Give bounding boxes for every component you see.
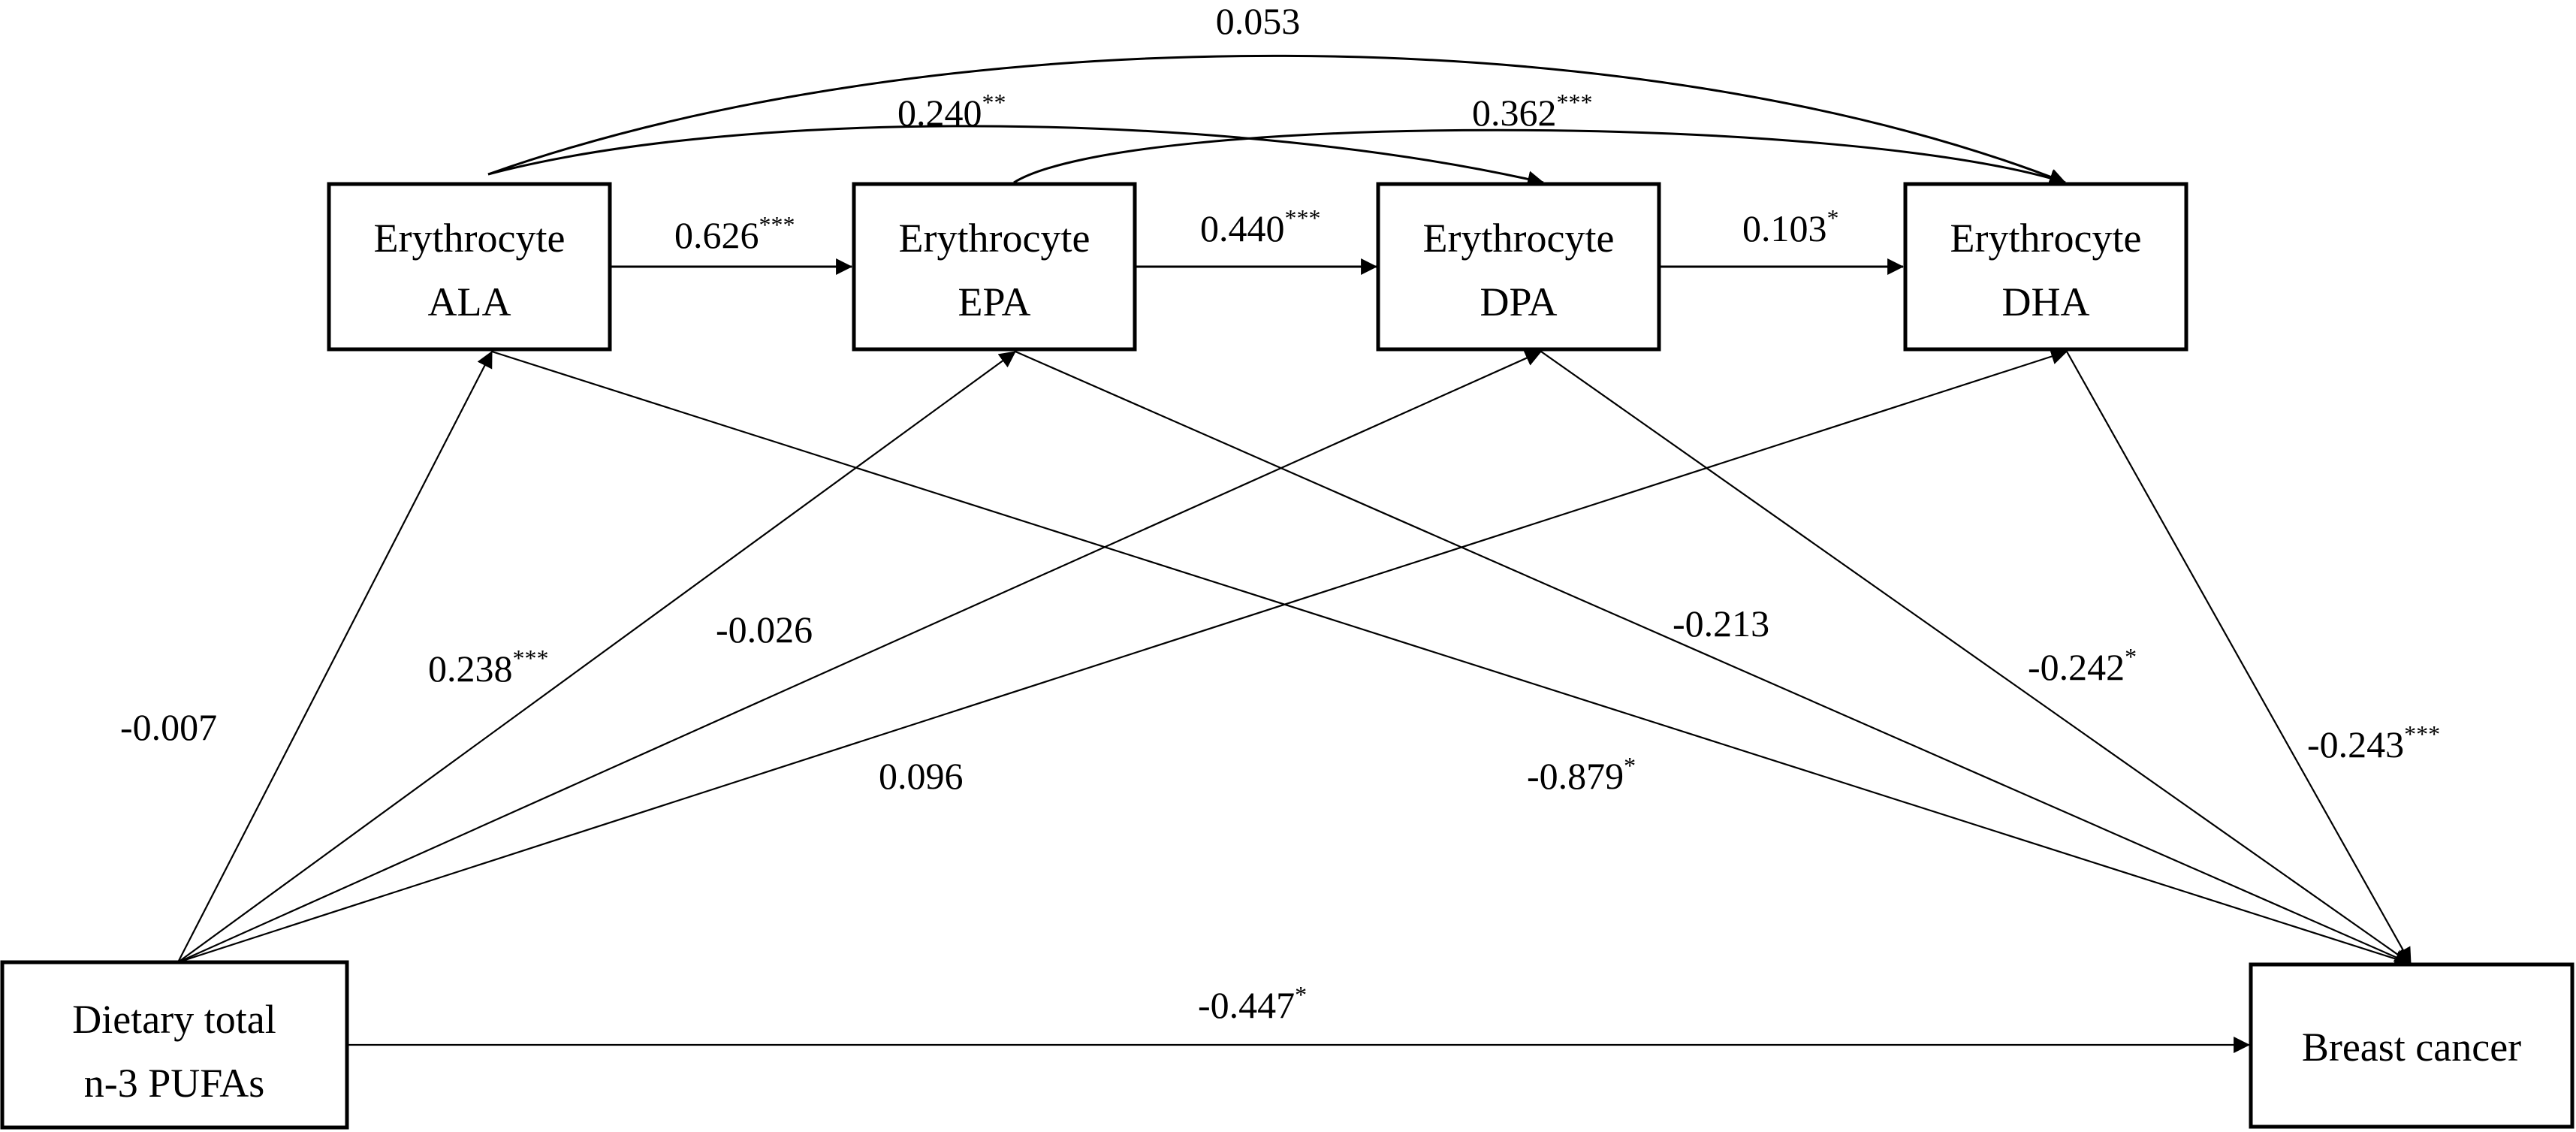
edge-diet-dpa: [177, 350, 1543, 964]
node-dha-line2: DHA: [2002, 279, 2090, 325]
node-diet-line2: n-3 PUFAs: [84, 1061, 265, 1106]
edge-diet-dha: [177, 348, 2068, 964]
coef-diet-dha: 0.096: [879, 755, 964, 797]
coef-ala-epa: 0.626***: [674, 211, 795, 256]
node-bc-line1: Breast cancer: [2302, 1025, 2521, 1070]
coef-dha-bc: -0.243***: [2307, 720, 2440, 765]
coef-ala-dpa: 0.240**: [897, 89, 1006, 134]
coef-epa-bc: -0.213: [1673, 602, 1769, 644]
coef-epa-dha: 0.362***: [1472, 89, 1593, 134]
edge-diet-ala: [177, 351, 493, 963]
coef-diet-ala: -0.007: [120, 706, 217, 748]
node-ala-line2: ALA: [428, 279, 511, 325]
node-dpa-line2: DPA: [1480, 279, 1557, 325]
coef-ala-bc: -0.879*: [1527, 752, 1636, 797]
node-epa-line1: Erythrocyte: [899, 216, 1090, 261]
edge-epa-bc: [1015, 350, 2412, 965]
node-epa-line2: EPA: [958, 279, 1030, 325]
coef-diet-epa: 0.238***: [428, 644, 549, 690]
node-diet-line1: Dietary total: [72, 997, 276, 1042]
node-dha-line1: Erythrocyte: [1950, 216, 2142, 261]
coef-diet-bc: -0.447*: [1198, 981, 1307, 1026]
coef-epa-dpa: 0.440***: [1200, 204, 1321, 249]
node-dietary-total-n3-pufas: Dietary total n-3 PUFAs: [0, 960, 349, 1130]
edge-ala-bc: [491, 350, 2412, 967]
edge-dpa-bc: [1540, 351, 2412, 964]
node-erythrocyte-epa: Erythrocyte EPA: [852, 182, 1137, 352]
node-ala-line1: Erythrocyte: [374, 216, 566, 261]
edge-ala-dha: [487, 54, 2067, 185]
node-dpa-line1: Erythrocyte: [1423, 216, 1615, 261]
coef-ala-dha: 0.053: [1216, 0, 1301, 42]
edge-epa-dha: [1013, 128, 2067, 186]
edge-dha-bc: [2066, 351, 2412, 964]
node-erythrocyte-dha: Erythrocyte DHA: [1903, 182, 2188, 352]
edge-diet-epa: [177, 351, 1016, 963]
edge-ala-dpa: [487, 125, 1545, 188]
coef-dpa-bc: -0.242*: [2028, 643, 2137, 688]
coef-dpa-dha: 0.103*: [1742, 204, 1839, 249]
coef-diet-dpa: -0.026: [716, 608, 813, 651]
node-erythrocyte-ala: Erythrocyte ALA: [327, 182, 612, 352]
node-erythrocyte-dpa: Erythrocyte DPA: [1376, 182, 1661, 352]
node-breast-cancer: Breast cancer: [2249, 962, 2574, 1129]
